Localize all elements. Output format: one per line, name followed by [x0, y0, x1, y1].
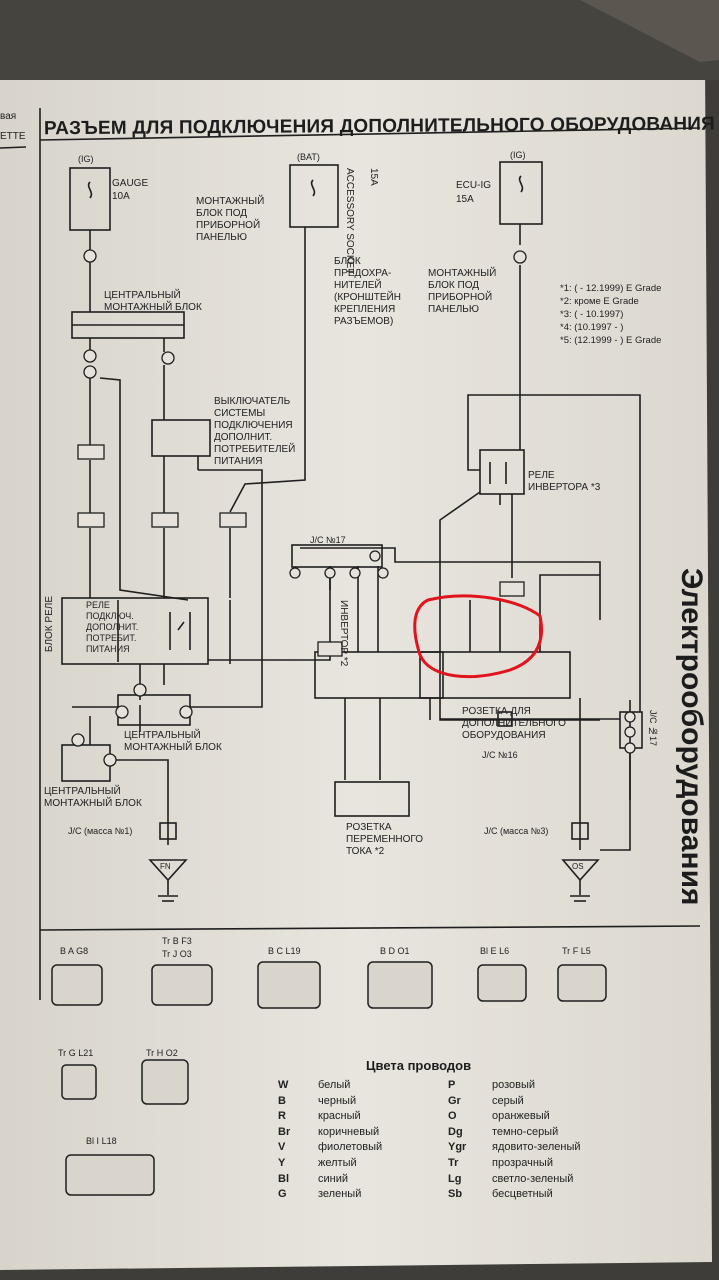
connector-label-h: Tr H O2 [146, 1048, 178, 1058]
label-relay-block: БЛОК РЕЛЕ [44, 596, 55, 653]
label-ground-fn: FN [160, 862, 171, 871]
margin-fragment-2: ETTE [0, 131, 26, 142]
connector-shapes [51, 961, 607, 1196]
label-mount-block-2: МОНТАЖНЫЙ БЛОК ПОД ПРИБОРНОЙ ПАНЕЛЬЮ [428, 268, 497, 315]
connector-label-e: Bl E L6 [480, 946, 510, 956]
label-socket-extra: РОЗЕТКА ДЛЯ ДОПОЛНИТЕЛЬНОГО ОБОРУДОВАНИЯ [462, 706, 566, 741]
connector-label-i: Bl I L18 [86, 1136, 117, 1146]
label-jc-ground3: J/C (масса №3) [484, 826, 549, 836]
fuse-1-source: (IG) [78, 154, 94, 164]
fuse-2-amp: 15A [368, 168, 379, 186]
wires [0, 108, 701, 1000]
label-mount-block-1: МОНТАЖНЫЙ БЛОК ПОД ПРИБОРНОЙ ПАНЕЛЬЮ [196, 196, 265, 243]
label-socket-ac: РОЗЕТКА ПЕРЕМЕННОГО ТОКА *2 [346, 822, 424, 857]
red-highlight-circle [413, 594, 543, 679]
fuse-3-source: (IG) [510, 150, 526, 160]
fuse-2-source: (BAT) [297, 152, 320, 162]
label-jc17-top: J/C №17 [310, 535, 346, 545]
sidebar-chapter-title: Электрооборудования [675, 568, 708, 906]
connector-label-f: Tr F L5 [562, 946, 591, 956]
notes: *1: ( - 12.1999) E Grade *2: кроме E Gra… [560, 283, 662, 346]
label-central-block-low: ЦЕНТРАЛЬНЫЙ МОНТАЖНЫЙ БЛОК [44, 786, 142, 809]
connector-label-c: B C L19 [268, 946, 301, 956]
connector-label-d: B D O1 [380, 946, 410, 956]
margin-fragment-1: вая [0, 111, 17, 122]
fuse-1-amp: 10A [112, 191, 130, 202]
connector-label-j: Tr J O3 [162, 949, 192, 959]
label-fuse-block: БЛОК ПРЕДОХРА- НИТЕЛЕЙ (КРОНШТЕЙН КРЕПЛЕ… [334, 256, 401, 327]
connector-label-a: B A G8 [60, 946, 89, 956]
fuse-3-amp: 15A [456, 194, 474, 205]
fuse-1-name: GAUGE [112, 178, 149, 189]
label-relay: РЕЛЕ ПОДКЛЮЧ. ДОПОЛНИТ. ПОТРЕБИТ. ПИТАНИ… [86, 600, 139, 654]
label-jc17-right: J/C №17 [648, 710, 658, 747]
label-central-block-mid: ЦЕНТРАЛЬНЫЙ МОНТАЖНЫЙ БЛОК [124, 730, 222, 753]
legend-title: Цвета проводов [366, 1058, 472, 1073]
label-inverter: ИНВЕРТОР *2 [338, 600, 349, 667]
connector-nodes [71, 249, 636, 767]
label-jc-ground1: J/C (масса №1) [68, 826, 133, 836]
label-switch: ВЫКЛЮЧАТЕЛЬ СИСТЕМЫ ПОДКЛЮЧЕНИЯ ДОПОЛНИТ… [214, 396, 296, 467]
connector-label-g: Tr G L21 [58, 1048, 94, 1058]
fuse-3-name: ECU-IG [456, 180, 491, 191]
fuse-2-name: ACCESSORY SOCKET [344, 168, 355, 275]
connector-label-b: Tr B F3 [162, 936, 192, 946]
label-jc16: J/C №16 [482, 750, 518, 760]
label-central-block-top: ЦЕНТРАЛЬНЫЙ МОНТАЖНЫЙ БЛОК [104, 290, 202, 313]
page-title: РАЗЪЕМ ДЛЯ ПОДКЛЮЧЕНИЯ ДОПОЛНИТЕЛЬНОГО О… [43, 113, 715, 140]
label-inverter-relay: РЕЛЕ ИНВЕРТОРА *3 [528, 470, 601, 493]
label-ground-os: OS [572, 862, 584, 871]
